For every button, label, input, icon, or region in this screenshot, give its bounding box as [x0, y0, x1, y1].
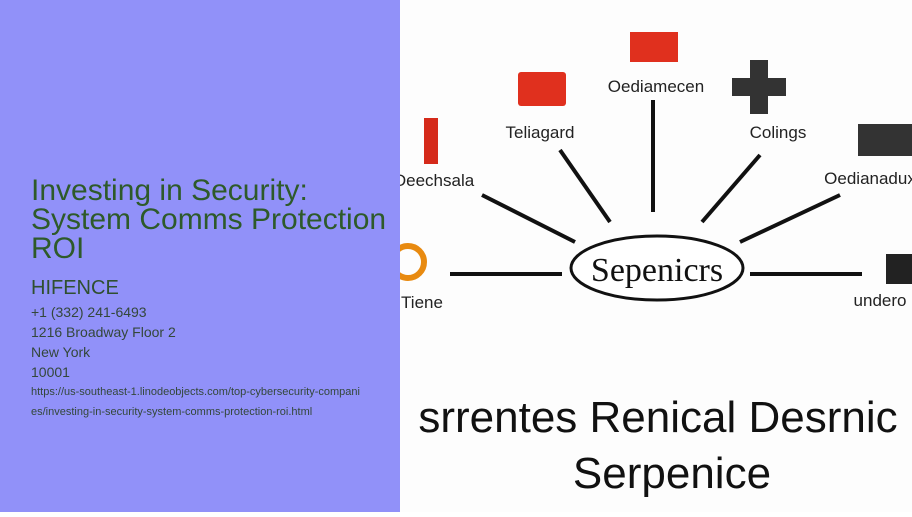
caption-line: srrentes Renical Desrnic — [418, 393, 897, 442]
url-line[interactable]: https://us-southeast-1.linodeobjects.com… — [31, 386, 360, 398]
page-title: Investing in Security: System Comms Prot… — [31, 174, 387, 265]
chat-icon — [518, 72, 566, 106]
phone-number[interactable]: +1 (332) 241-6493 — [31, 304, 147, 320]
terminal-icon — [886, 254, 912, 284]
node-label: Oedianadux — [824, 169, 912, 188]
caption-line: Serpenice — [573, 449, 771, 498]
city: New York — [31, 344, 91, 360]
device-icon — [424, 118, 438, 164]
title-line: ROI — [31, 232, 85, 265]
laptop-icon — [858, 124, 912, 156]
node-label: Tiene — [401, 293, 443, 312]
address: 1216 Broadway Floor 2 — [31, 324, 176, 340]
network-icon — [732, 60, 786, 114]
node-label: Teliagard — [506, 123, 575, 142]
title-line: Investing in Security: — [31, 174, 308, 207]
center-ellipse — [569, 234, 745, 302]
info-content: Investing in Security: System Comms Prot… — [31, 176, 386, 422]
title-line: System Comms Protection — [31, 203, 387, 236]
center-label: Sepenicrs — [591, 252, 723, 289]
node-label: undero — [854, 291, 907, 310]
url-line[interactable]: es/investing-in-security-system-comms-pr… — [31, 406, 313, 418]
server-icon — [630, 32, 678, 62]
gear-icon — [389, 243, 427, 281]
node-label: Oediamecen — [608, 77, 704, 96]
node-label: Deechsala — [400, 171, 475, 190]
connector-lines — [450, 100, 862, 276]
company-name: HIFENCE — [31, 277, 119, 299]
zip-code: 10001 — [31, 364, 70, 380]
illustration: Sepenicrs Oediamecen Teliagard Colings D… — [389, 0, 912, 512]
info-panel: Investing in Security: System Comms Prot… — [0, 0, 400, 512]
url-link[interactable]: https://us-southeast-1.linodeobjects.com… — [31, 382, 386, 422]
node-label: Colings — [750, 123, 807, 142]
